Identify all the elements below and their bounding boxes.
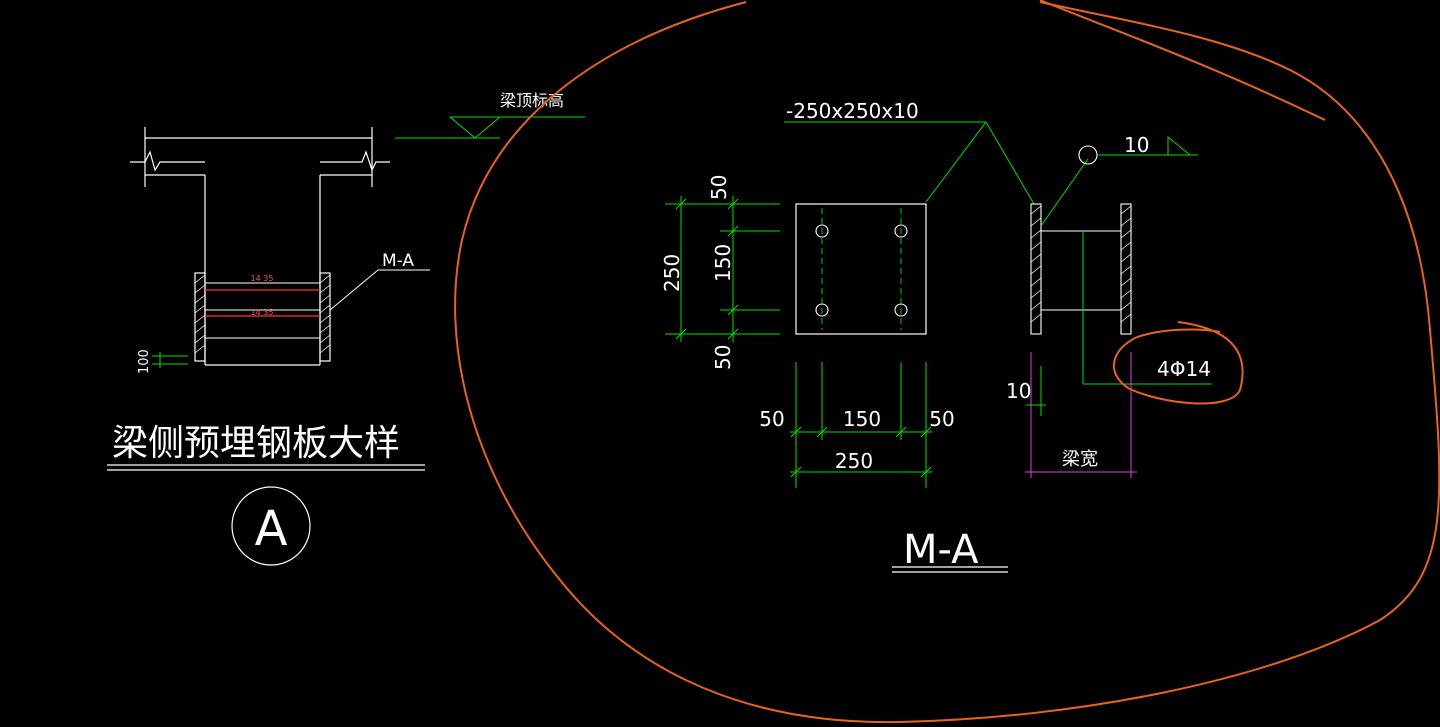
annotation-top-stroke: [1039, 0, 1326, 121]
detail-marker-circle: [231, 486, 311, 566]
dim-150-vertical: 150: [711, 244, 735, 282]
weld-leader: [1040, 135, 1198, 227]
plate-hatching: [194, 274, 331, 354]
thickness-label: 10: [1006, 379, 1031, 403]
annotation-rebar-circle: [1112, 321, 1244, 405]
dim-bottom-50: 50: [711, 345, 735, 370]
side-view-bars: [1041, 230, 1121, 311]
plate-plan: [795, 203, 927, 335]
plate-vertical-dimensions: [665, 196, 780, 342]
dim-100-label: 100: [137, 349, 152, 374]
slab-break-line-right: [320, 150, 390, 172]
plate-tag-label: M-A: [382, 251, 414, 271]
dim-top-50: 50: [707, 175, 731, 200]
detail-marker-letter: A: [255, 501, 288, 557]
bar-label-upper: 14 35: [251, 274, 274, 283]
plate-detail-title: M-A: [903, 527, 979, 573]
beam-width-dimension: [1025, 352, 1137, 478]
dim-left-50: 50: [759, 407, 784, 431]
dim-100: [152, 352, 188, 368]
plate-hole-top-left: [815, 224, 829, 238]
bar-label-lower: 14 35: [251, 308, 274, 317]
side-plate-hatching: [1030, 205, 1132, 323]
elevation-marker: [395, 116, 585, 139]
rebar-leader: [1082, 231, 1212, 385]
anchor-bars: [205, 289, 320, 317]
dim-right-50: 50: [929, 407, 954, 431]
dim-250-vertical: 250: [660, 254, 684, 292]
section-title: 梁侧预埋钢板大样: [112, 423, 400, 464]
bar-lengths: [205, 282, 320, 339]
rebar-spec-label: 4Φ14: [1157, 357, 1211, 381]
weld-size-label: 10: [1124, 133, 1149, 157]
plate-centerlines: [821, 208, 902, 330]
plate-spec-label: -250x250x10: [786, 99, 919, 123]
annotation-large-circle: [454, 1, 1440, 724]
side-plate-right: [1120, 203, 1132, 335]
embedded-plate-left: [194, 272, 206, 362]
side-plate-left: [1030, 203, 1042, 335]
plate-hole-top-right: [894, 224, 908, 238]
beam-top-elevation-label: 梁顶标高: [500, 91, 564, 110]
dim-150-horizontal: 150: [843, 407, 881, 431]
embedded-plate-right: [319, 272, 331, 362]
slab-break-line-left: [130, 150, 205, 172]
beam-width-label: 梁宽: [1062, 449, 1098, 470]
beam-section-detail: [130, 127, 390, 366]
weld-all-around-icon: [1078, 145, 1098, 165]
plate-tag-leader: [329, 269, 430, 311]
plate-horizontal-dimensions: [790, 362, 932, 488]
dim-250-horizontal: 250: [835, 449, 873, 473]
plate-spec-leader: [784, 121, 1035, 205]
